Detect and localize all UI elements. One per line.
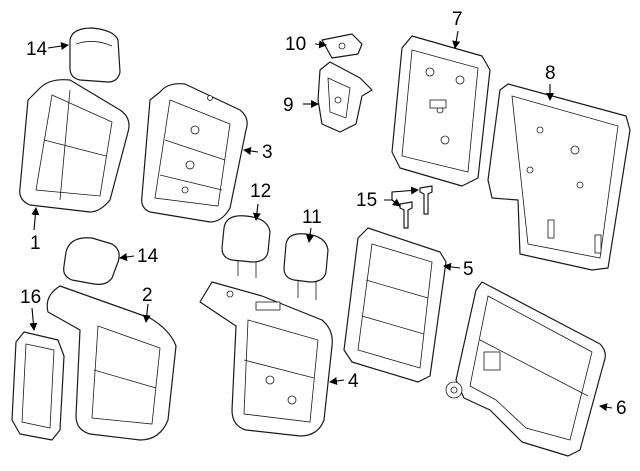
part-10-clip xyxy=(321,33,363,59)
callout-2: 2 xyxy=(142,285,153,306)
part-4-cushion-frame xyxy=(199,281,333,437)
callout-11: 11 xyxy=(302,207,322,228)
callout-10: 10 xyxy=(285,34,306,55)
callout-1: 1 xyxy=(30,233,41,254)
part-12-headrest xyxy=(221,215,271,278)
part-9-bracket xyxy=(317,61,373,133)
callout-7: 7 xyxy=(452,9,463,30)
leader-lines xyxy=(29,30,613,412)
part-11-headrest xyxy=(283,233,329,300)
callout-16: 16 xyxy=(20,287,41,308)
callout-labels: 14 1 3 10 9 7 8 15 12 11 14 5 2 4 16 6 xyxy=(20,9,627,419)
callout-4: 4 xyxy=(348,371,359,392)
callout-14: 14 xyxy=(137,246,159,267)
part-15-bolts xyxy=(399,185,433,229)
part-1-seatback-cover xyxy=(19,79,130,213)
part-7-back-panel xyxy=(391,35,491,187)
callout-3: 3 xyxy=(262,142,273,163)
part-13-headrest-cover xyxy=(69,27,121,83)
part-3-seatback-pad xyxy=(141,83,248,223)
callout-15: 15 xyxy=(356,190,377,211)
part-2-cushion-cover xyxy=(46,285,177,441)
callout-6: 6 xyxy=(616,398,627,419)
part-16-armrest xyxy=(11,331,65,441)
part-8-rear-panel xyxy=(487,83,631,271)
callout-5: 5 xyxy=(463,259,474,280)
part-14-armrest-cover xyxy=(63,237,120,285)
callout-12: 12 xyxy=(250,181,271,202)
callout-9: 9 xyxy=(283,95,294,116)
callout-8: 8 xyxy=(545,63,556,84)
callout-13: 14 xyxy=(26,39,48,60)
part-6-cushion-frame xyxy=(445,281,606,457)
part-5-seatback-frame xyxy=(343,227,447,383)
